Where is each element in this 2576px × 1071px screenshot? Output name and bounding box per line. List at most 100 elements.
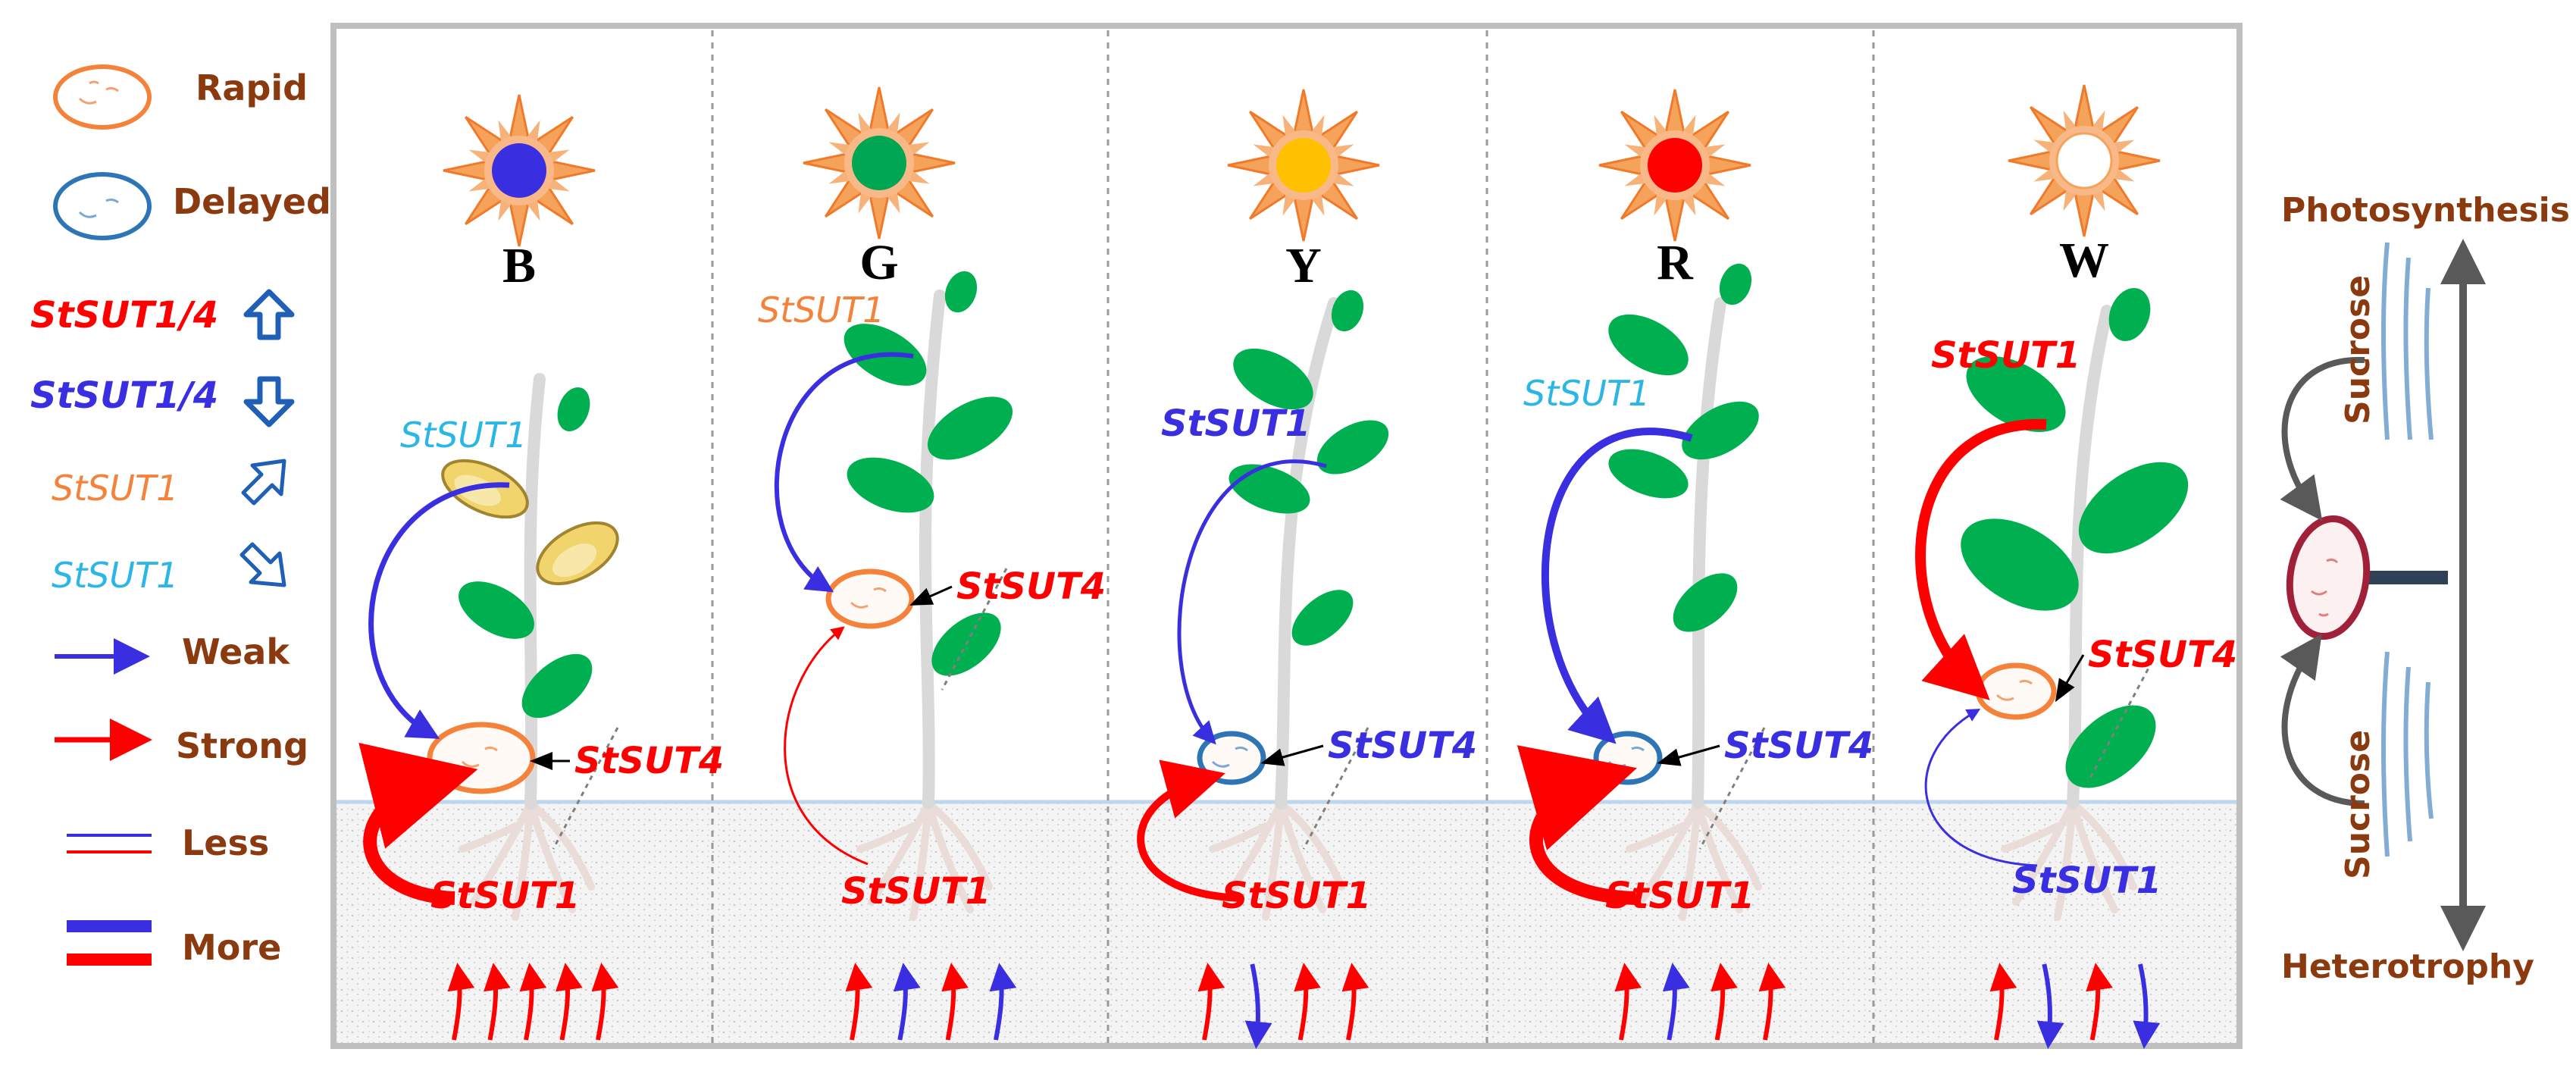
legend-strong-label: Strong bbox=[176, 725, 308, 766]
uptake-arrow-4 bbox=[1341, 963, 1369, 1041]
leaf-gene-label: StSUT1 bbox=[1161, 402, 1310, 445]
roots bbox=[2001, 800, 2137, 921]
leaf-3 bbox=[459, 581, 534, 639]
panel-letter: R bbox=[1657, 235, 1694, 290]
uptake-arrow-4 bbox=[989, 963, 1017, 1041]
stem bbox=[524, 373, 546, 810]
tuber-gene-pointer bbox=[1260, 744, 1324, 766]
leaf-gene-label: StSUT1 bbox=[1931, 334, 2080, 377]
delayed-tuber-icon bbox=[53, 172, 152, 240]
legend-up-light-gene: StSUT1 bbox=[52, 468, 178, 509]
sun-core bbox=[852, 136, 906, 190]
legend-weak-label: Weak bbox=[182, 631, 290, 672]
rapid-tuber-icon bbox=[1975, 662, 2057, 720]
legend-less-label: Less bbox=[182, 822, 269, 863]
leaf-3 bbox=[1608, 449, 1689, 499]
main-frame bbox=[330, 23, 2243, 1049]
leaf-4 bbox=[1673, 573, 1738, 632]
root-gene-label: StSUT1 bbox=[841, 870, 991, 913]
legend-down-gene: StSUT1/4 bbox=[30, 374, 218, 417]
leaf-1 bbox=[1233, 348, 1313, 410]
uptake-arrow-2 bbox=[484, 963, 511, 1041]
sucrose-arrow-top bbox=[2280, 356, 2365, 521]
tuber-gene-label: StSUT4 bbox=[1328, 725, 1477, 767]
roots bbox=[856, 800, 993, 921]
tuber-gene-pointer bbox=[2055, 654, 2085, 703]
roots bbox=[1209, 800, 1345, 921]
uptake-arrow-1 bbox=[1614, 963, 1642, 1041]
panel-letter: Y bbox=[1285, 238, 1322, 293]
sun-icon bbox=[2008, 84, 2161, 237]
uptake-arrow-1 bbox=[1989, 963, 2017, 1041]
tuber-gene-label: StSUT4 bbox=[956, 565, 1106, 608]
tuber-gene-pointer bbox=[1657, 744, 1720, 766]
stem bbox=[2067, 305, 2113, 810]
tuber-eyes bbox=[1995, 679, 2033, 701]
sun-rays bbox=[443, 94, 596, 247]
leaf-5 bbox=[2108, 288, 2151, 341]
root-to-tuber-arrow bbox=[784, 626, 869, 866]
leaf-to-tuber-arrow bbox=[774, 352, 914, 593]
leaf-to-tuber-arrow bbox=[1915, 418, 2047, 700]
uptake-arrow-4 bbox=[1758, 963, 1786, 1041]
rapid-tuber-icon bbox=[427, 722, 536, 794]
uptake-arrow-1 bbox=[447, 963, 475, 1041]
leaf-2 bbox=[2078, 462, 2189, 554]
roots bbox=[1626, 800, 1762, 921]
leaf-1 bbox=[1966, 356, 2066, 432]
stem bbox=[1692, 297, 1726, 810]
uptake-arrow-3 bbox=[1294, 963, 1321, 1041]
phloem-streaks-bottom bbox=[2381, 651, 2434, 857]
leaf-4 bbox=[521, 653, 593, 719]
sun-icon bbox=[1227, 89, 1380, 242]
leaf-to-tuber-arrow bbox=[1177, 459, 1327, 745]
up-bold-arrow-icon bbox=[243, 289, 295, 340]
sun-icon bbox=[803, 86, 956, 240]
tuber-eyes bbox=[850, 587, 887, 609]
uptake-arrow-2 bbox=[893, 963, 921, 1041]
stem bbox=[1275, 297, 1340, 810]
leaf-4 bbox=[1291, 590, 1354, 646]
sun-core bbox=[1276, 138, 1331, 193]
uptake-arrow-2 bbox=[2036, 963, 2064, 1049]
rapid-tuber-icon bbox=[53, 64, 152, 130]
leaf-2 bbox=[927, 396, 1013, 460]
uptake-arrow-5 bbox=[591, 963, 619, 1041]
tuber-gene-pointer bbox=[909, 585, 953, 606]
sun-core bbox=[1648, 138, 1702, 193]
heterotrophy-label: Heterotrophy bbox=[2281, 947, 2534, 986]
root-gene-label: StSUT1 bbox=[430, 875, 580, 917]
leaf-5 bbox=[557, 387, 590, 432]
uptake-arrow-4 bbox=[556, 963, 583, 1041]
source-sink-schematic: Photosynthesis Heterotrophy Sucrose Sucr… bbox=[2280, 191, 2570, 986]
panels: BStSUT1StSUT4StSUT1GStSUT1StSUT4StSUT1YS… bbox=[358, 84, 2237, 1049]
tuber-gene-label: StSUT4 bbox=[2088, 634, 2237, 676]
stem bbox=[919, 290, 946, 810]
roots bbox=[459, 800, 595, 921]
legend-up-gene: StSUT1/4 bbox=[30, 294, 218, 337]
uptake-arrow-1 bbox=[845, 963, 873, 1041]
root-to-tuber-arrow bbox=[1516, 745, 1637, 905]
panel-letter: W bbox=[2059, 233, 2109, 288]
soil-band bbox=[333, 802, 2240, 1046]
leaf-to-tuber-arrow bbox=[368, 482, 510, 739]
panel-letter: B bbox=[502, 238, 536, 293]
leaf-gene-label: StSUT1 bbox=[1523, 373, 1650, 414]
root-to-tuber-arrow bbox=[1924, 709, 2038, 867]
sun-rays bbox=[1598, 89, 1751, 242]
uptake-arrow-4 bbox=[2133, 963, 2161, 1049]
sun-rays bbox=[2008, 84, 2161, 237]
tuber-gene-label: StSUT4 bbox=[574, 740, 724, 782]
sun-core bbox=[492, 143, 546, 198]
sun-core bbox=[2055, 132, 2113, 189]
photosynthesis-label: Photosynthesis bbox=[2281, 191, 2570, 230]
leaf-5 bbox=[1331, 290, 1364, 332]
leaf-2 bbox=[1316, 420, 1389, 474]
root-to-tuber-arrow bbox=[1137, 759, 1244, 902]
